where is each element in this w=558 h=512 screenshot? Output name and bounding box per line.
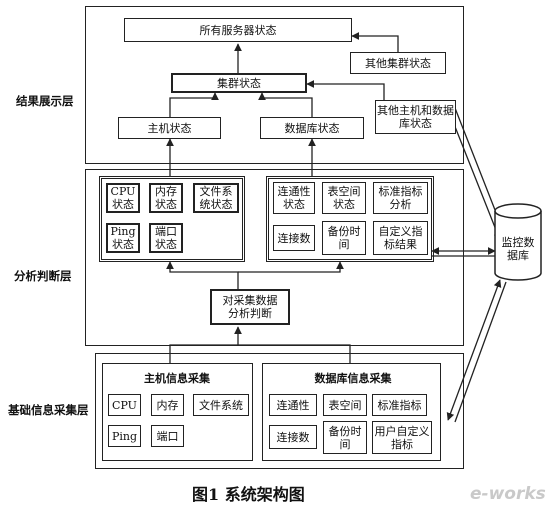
cpu-collect-box: CPU xyxy=(108,394,141,416)
standard-metric-collect-box: 标准指标 xyxy=(372,394,427,416)
db-analysis-group xyxy=(266,176,434,262)
filesystem-status-box: 文件系统状态 xyxy=(193,183,239,213)
host-status-box: 主机状态 xyxy=(118,117,221,139)
memory-collect-box: 内存 xyxy=(151,394,184,416)
tablespace-collect-box: 表空间 xyxy=(323,394,367,416)
host-analysis-group xyxy=(99,176,245,262)
figure-caption: 图1 系统架构图 xyxy=(192,485,305,504)
port-collect-box: 端口 xyxy=(151,425,184,447)
other-hosts-db-box: 其他主机和数据库状态 xyxy=(375,100,456,134)
backup-time-collect-box: 备份时间 xyxy=(323,421,367,454)
db-status-box: 数据库状态 xyxy=(260,117,364,139)
collection-layer-label: 基础信息采集层 xyxy=(8,403,89,417)
data-judge-box: 对采集数据分析判断 xyxy=(210,289,290,325)
analysis-layer-label: 分析判断层 xyxy=(14,269,72,283)
ping-status-box: Ping状态 xyxy=(106,223,140,253)
db-collection-group xyxy=(262,363,441,461)
result-layer-label: 结果展示层 xyxy=(16,94,74,108)
backup-time-box: 备份时间 xyxy=(322,221,366,255)
all-servers-status-box: 所有服务器状态 xyxy=(124,18,352,42)
ping-collect-box: Ping xyxy=(108,425,141,447)
host-collection-group xyxy=(102,363,253,461)
connection-count-collect-box: 连接数 xyxy=(269,425,317,449)
port-status-box: 端口状态 xyxy=(149,223,183,253)
watermark-logo: e-works xyxy=(470,484,546,504)
other-clusters-box: 其他集群状态 xyxy=(350,52,446,74)
filesystem-collect-box: 文件系统 xyxy=(193,394,249,416)
host-collection-title: 主机信息采集 xyxy=(144,371,210,385)
memory-status-box: 内存状态 xyxy=(149,183,183,213)
connection-count-box: 连接数 xyxy=(273,225,315,251)
result-layer-frame xyxy=(85,6,464,164)
collection-layer-frame xyxy=(95,353,464,469)
connectivity-collect-box: 连通性 xyxy=(269,394,317,416)
cluster-status-box: 集群状态 xyxy=(171,73,307,93)
monitor-database-label: 监控数据库 xyxy=(501,236,535,262)
analysis-layer-frame xyxy=(85,169,464,346)
connectivity-status-box: 连通性状态 xyxy=(273,182,315,214)
standard-metric-analysis-box: 标准指标分析 xyxy=(373,182,428,214)
tablespace-status-box: 表空间状态 xyxy=(322,182,366,214)
cpu-status-box: CPU状态 xyxy=(106,183,140,213)
custom-metric-result-box: 自定义指标结果 xyxy=(373,221,428,255)
db-collection-title: 数据库信息采集 xyxy=(314,371,392,385)
custom-metric-collect-box: 用户自定义指标 xyxy=(372,421,432,454)
